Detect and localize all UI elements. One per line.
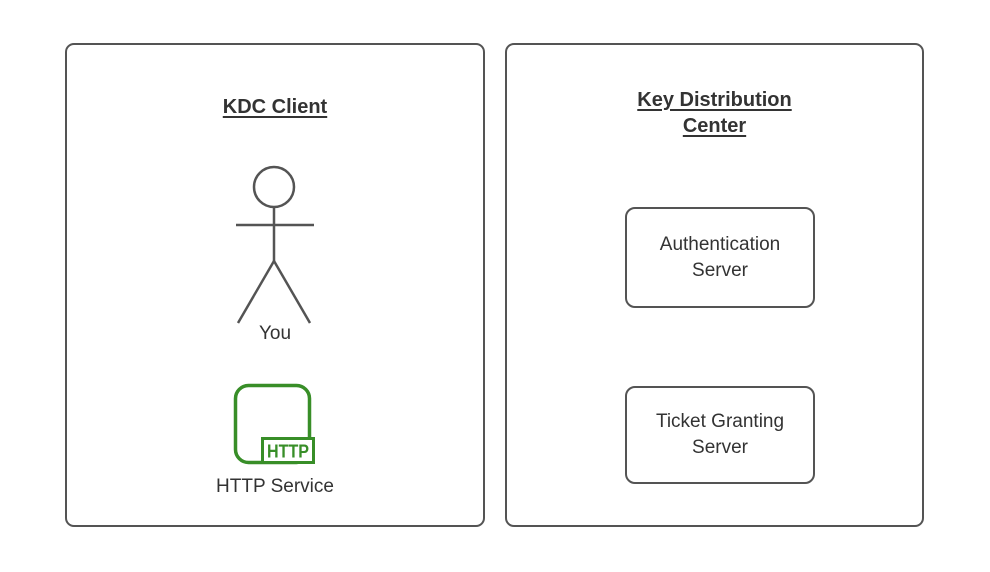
key-distribution-center-panel: Key Distribution Center Authentication S… [505, 43, 924, 527]
key-distribution-center-title: Key Distribution Center [637, 89, 792, 137]
kdc-client-panel: KDC Client You HTTP HTTP Service [65, 43, 485, 527]
http-badge-text: HTTP [267, 442, 309, 462]
actor-label: You [258, 323, 292, 344]
http-service-icon: HTTP [233, 383, 315, 465]
ticket-granting-server-box: Ticket Granting Server [625, 386, 815, 484]
actor-icon [236, 165, 314, 324]
ticket-granting-server-label: Ticket Granting Server [655, 411, 785, 458]
http-service-label: HTTP Service [216, 476, 334, 497]
authentication-server-box: Authentication Server [625, 207, 815, 308]
authentication-server-label: Authentication Server [659, 233, 781, 281]
kdc-client-title: KDC Client [222, 96, 328, 118]
